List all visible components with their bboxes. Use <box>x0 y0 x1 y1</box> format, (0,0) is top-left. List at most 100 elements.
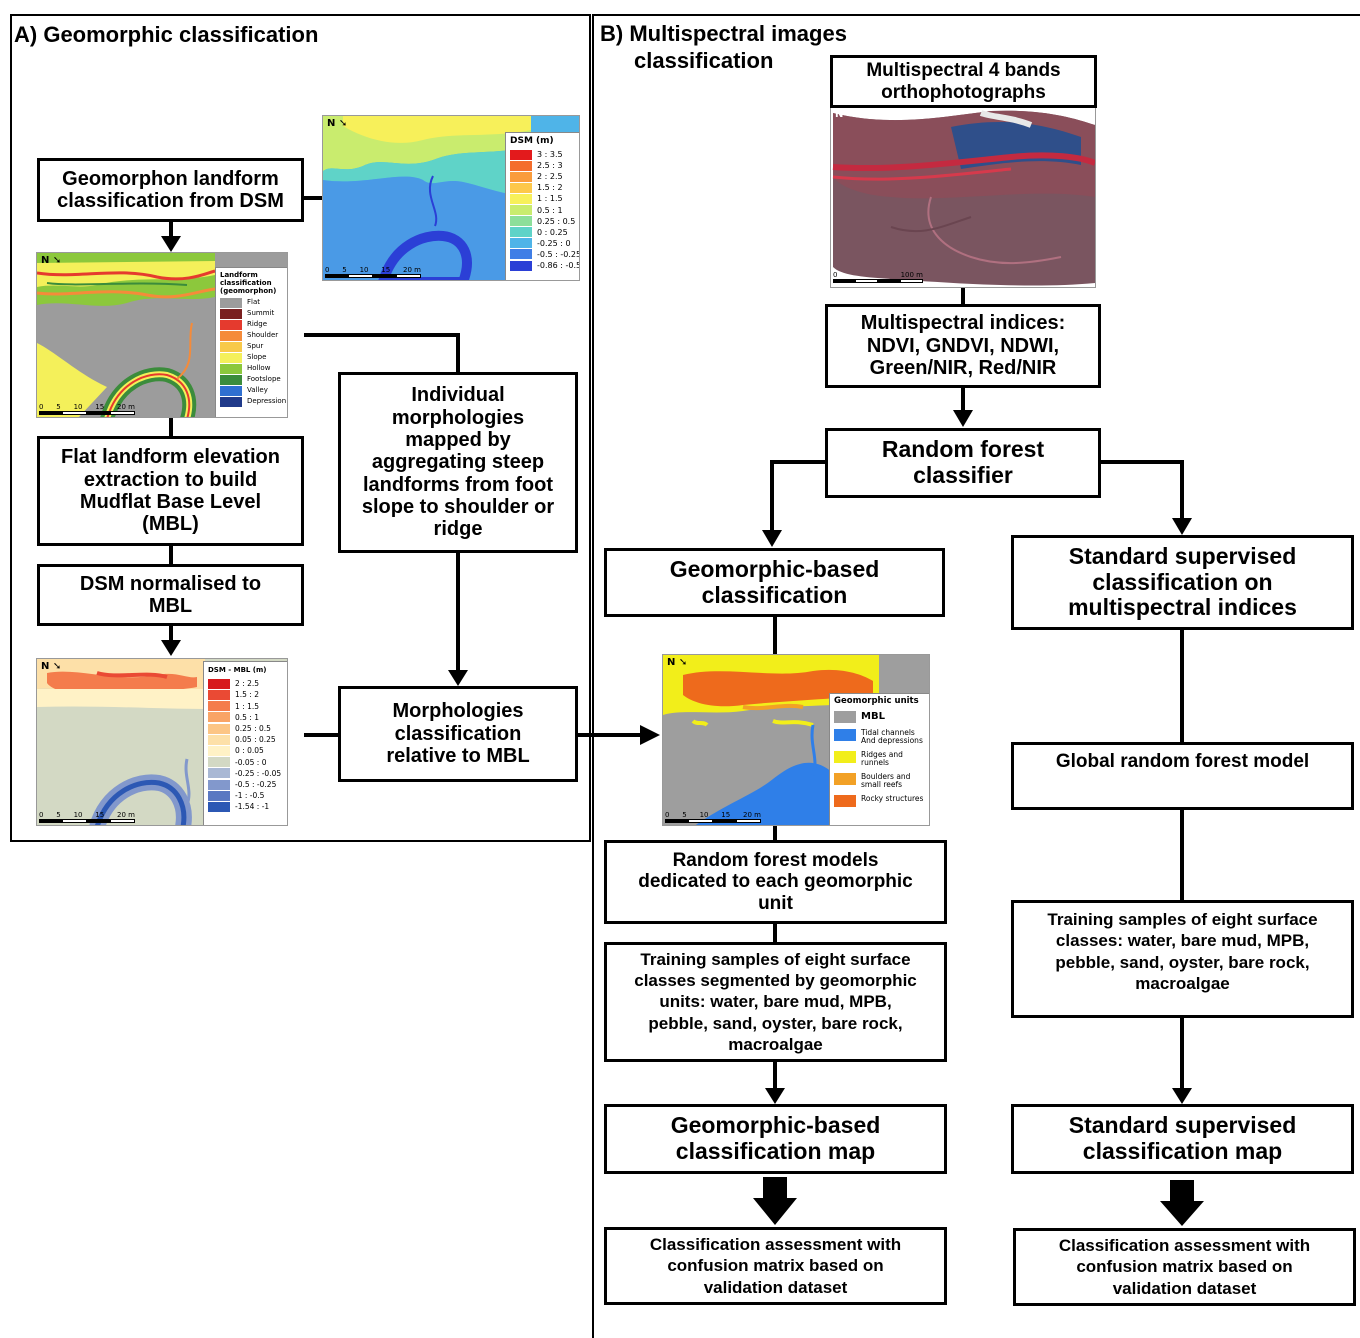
dsm-legend-label: 0.25 : 0.5 <box>537 216 576 226</box>
mbl-legend-swatch <box>208 690 230 700</box>
dsm-legend-swatch <box>510 205 532 216</box>
mbl-legend-swatch <box>208 701 230 712</box>
landform-legend-item: Ridge <box>220 319 284 330</box>
dsm-legend-swatch <box>510 249 532 260</box>
panel-b-frame <box>592 14 1360 1338</box>
landform-legend-swatch <box>220 352 242 363</box>
dsm-legend-label: 0 : 0.25 <box>537 227 568 237</box>
landform-legend-title: Landform classification (geomorphon) <box>220 271 277 295</box>
landform-legend-item: Depression <box>220 396 287 407</box>
landform-legend-label: Footslope <box>247 375 281 383</box>
dsm-legend-item: 0 : 0.25 <box>510 227 576 238</box>
mbl-legend-label: -1 : -0.5 <box>235 791 265 801</box>
units-legend-title: Geomorphic units <box>834 696 919 706</box>
dsm-legend-item: 0.5 : 1 <box>510 205 576 216</box>
landform-legend-item: Hollow <box>220 363 284 374</box>
ortho-image-raster <box>832 110 1095 286</box>
box-multispectral-indices: Multispectral indices:NDVI, GNDVI, NDWI,… <box>825 304 1101 388</box>
units-legend-swatch <box>834 729 856 741</box>
dsm-legend-swatch <box>510 160 532 171</box>
mbl-legend-item: 0.25 : 0.5 <box>208 723 284 734</box>
dsm-legend-item: 2.5 : 3 <box>510 160 576 171</box>
mbl-legend-swatch <box>208 779 230 790</box>
mbl-legend-item: -0.5 : -0.25 <box>208 779 284 790</box>
dsm-map-north-arrow: N ➘ <box>327 118 348 129</box>
mbl-legend-label: -0.05 : 0 <box>235 757 267 767</box>
units-legend-item: Ridges and runnels <box>834 751 926 767</box>
dsm-legend-swatch <box>510 149 532 160</box>
dsm-legend-item: -0.5 : -0.25 <box>510 249 579 260</box>
mbl-legend-swatch <box>208 712 230 723</box>
mbl-legend-label: 0.05 : 0.25 <box>235 735 276 745</box>
units-map-north-arrow: N ➘ <box>667 657 688 668</box>
mbl-legend-label: 1.5 : 2 <box>235 690 259 700</box>
dsm-legend-label: 3 : 3.5 <box>537 150 563 160</box>
landform-legend-item: Summit <box>220 308 284 319</box>
dsm-legend-label: 1.5 : 2 <box>537 183 563 193</box>
landform-legend-swatch <box>220 363 242 374</box>
landform-legend-label: Slope <box>247 353 267 361</box>
units-legend-item: Tidal channels And depressions <box>834 729 926 745</box>
mbl-legend-label: 1 : 1.5 <box>235 701 259 711</box>
mbl-legend-item: 0.5 : 1 <box>208 712 284 723</box>
mbl-legend-swatch <box>208 734 230 745</box>
ortho-north-arrow: N ➘ <box>835 109 856 120</box>
units-legend-swatch <box>834 751 856 763</box>
mbl-legend-label: 0.5 : 1 <box>235 712 259 722</box>
dsm-legend-swatch <box>510 227 532 238</box>
mbl-legend-label: 2 : 2.5 <box>235 679 259 689</box>
mbl-legend-label: -1.54 : -1 <box>235 802 270 812</box>
landform-legend-label: Flat <box>247 298 261 306</box>
units-legend-swatch <box>834 711 856 723</box>
units-legend-swatch <box>834 795 856 807</box>
landform-map-north-arrow: N ➘ <box>41 255 62 266</box>
mbl-legend-label: 0.25 : 0.5 <box>235 724 271 734</box>
landform-legend-item: Footslope <box>220 374 284 385</box>
landform-legend-label: Depression <box>247 397 287 405</box>
box-global-random-forest-model: Global random forest model <box>1011 742 1354 810</box>
landform-legend-swatch <box>220 297 242 308</box>
mbl-legend-item: -1 : -0.5 <box>208 790 284 801</box>
landform-legend-swatch <box>220 396 242 407</box>
landform-legend-label: Ridge <box>247 320 268 328</box>
units-legend-label: Boulders and small reefs <box>861 772 911 789</box>
landform-legend-item: Flat <box>220 297 284 308</box>
landform-legend-swatch <box>220 341 242 352</box>
mbl-legend-label: 0 : 0.05 <box>235 746 264 756</box>
mbl-legend-swatch <box>208 746 230 757</box>
mbl-legend-label: -0.5 : -0.25 <box>235 780 277 790</box>
landform-legend-swatch <box>220 308 242 319</box>
units-legend-item: Rocky structures <box>834 795 926 807</box>
mbl-legend-title: DSM - MBL (m) <box>208 666 267 674</box>
dsm-legend-item: -0.25 : 0 <box>510 238 576 249</box>
dsm-legend-swatch <box>510 182 532 193</box>
mbl-legend-label: -0.25 : -0.05 <box>235 768 282 778</box>
dsm-legend-label: -0.5 : -0.25 <box>537 249 580 259</box>
panel-b-title-line1: B) Multispectral images <box>600 21 847 46</box>
landform-legend-item: Valley <box>220 385 284 396</box>
units-legend-item: MBL <box>834 711 926 723</box>
landform-legend-swatch <box>220 374 242 385</box>
mbl-legend-item: 2 : 2.5 <box>208 678 284 689</box>
dsm-legend-item: 3 : 3.5 <box>510 149 576 160</box>
landform-legend-swatch <box>220 385 242 396</box>
landform-legend-item: Spur <box>220 341 284 352</box>
dsm-legend-swatch <box>510 171 532 182</box>
units-legend-item: Boulders and small reefs <box>834 773 926 789</box>
mbl-legend-swatch <box>208 723 230 734</box>
dsm-legend-title: DSM (m) <box>510 136 554 146</box>
